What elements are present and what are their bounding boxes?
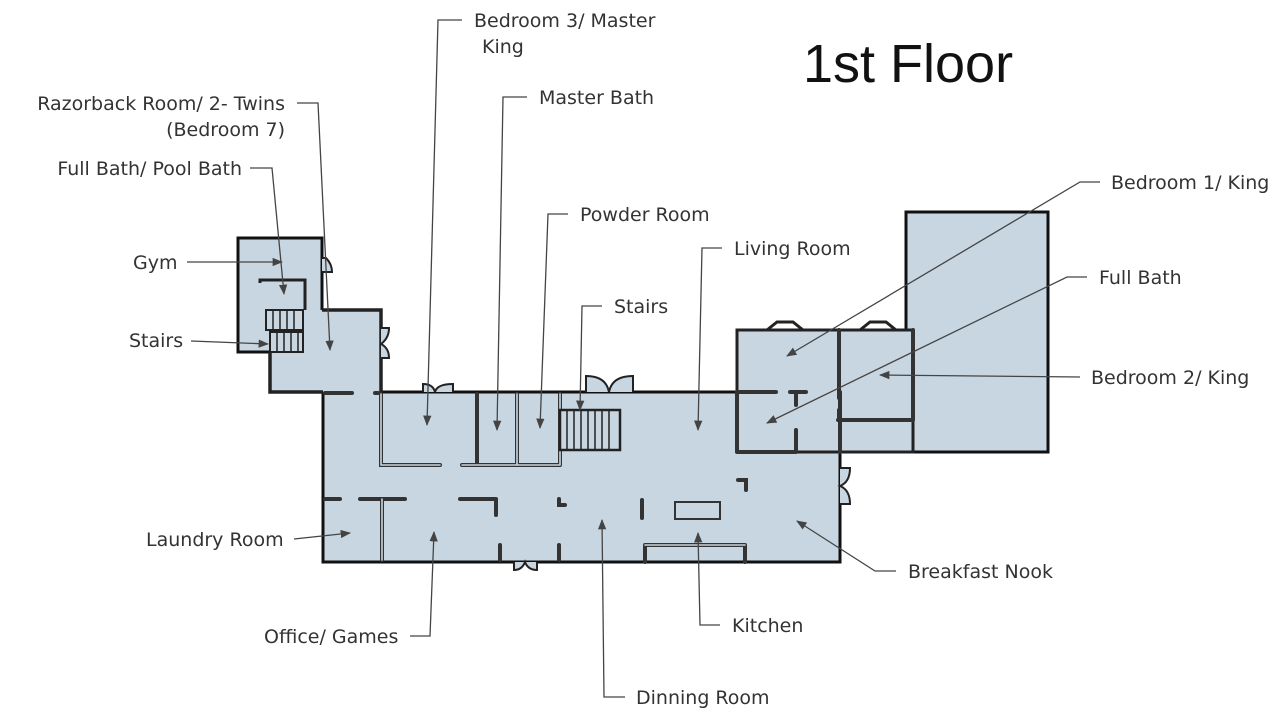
exterior-doors (322, 257, 852, 572)
label-razorback-room: Razorback Room/ 2- Twins (37, 93, 285, 115)
label-powder-room: Powder Room (580, 204, 710, 226)
label-breakfast-nook: Breakfast Nook (908, 561, 1053, 583)
label-master-bath: Master Bath (539, 87, 654, 109)
stairs-left-graphic (265, 309, 304, 353)
label-bedroom-3: Bedroom 3/ Master (474, 10, 656, 32)
label-dinning-room: Dinning Room (636, 687, 770, 709)
label-bedroom-3-line2: King (482, 36, 524, 58)
label-gym: Gym (133, 252, 177, 274)
label-living-room: Living Room (734, 238, 851, 260)
label-office-games: Office/ Games (264, 626, 398, 648)
label-pool-bath: Full Bath/ Pool Bath (57, 158, 242, 180)
label-stairs-center: Stairs (614, 296, 668, 318)
label-stairs-left: Stairs (129, 330, 183, 352)
label-laundry-room: Laundry Room (146, 529, 284, 551)
label-kitchen: Kitchen (732, 615, 803, 637)
stairs-center-graphic (558, 408, 622, 452)
page-title: 1st Floor (803, 34, 1013, 94)
label-razorback-room-line2: (Bedroom 7) (166, 119, 285, 141)
label-bedroom-2: Bedroom 2/ King (1091, 367, 1249, 389)
label-full-bath: Full Bath (1099, 267, 1182, 289)
leader-lines (187, 19, 1100, 698)
label-bedroom-1: Bedroom 1/ King (1111, 172, 1269, 194)
house-outline (268, 210, 1050, 564)
